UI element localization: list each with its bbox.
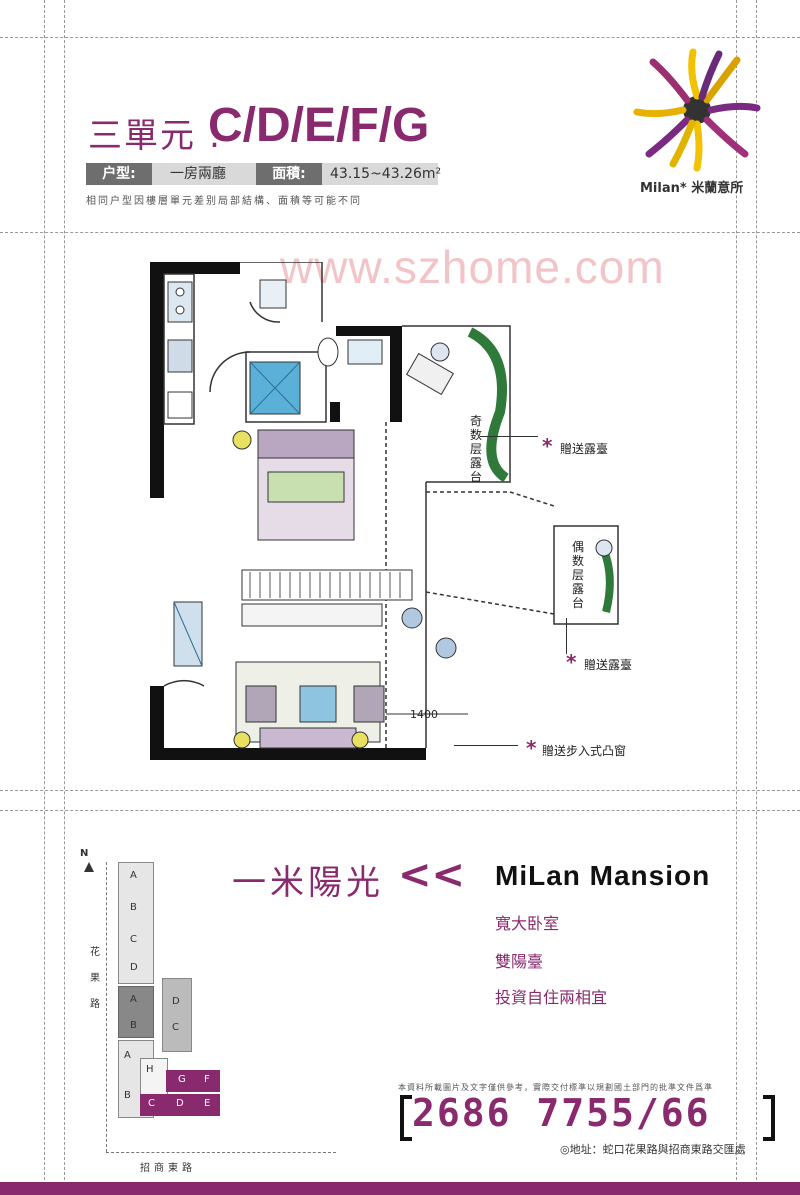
block-label: B	[130, 1020, 137, 1031]
road-huaguo: 花果路	[90, 947, 100, 1010]
block-label: C	[130, 934, 137, 945]
road-line	[106, 1152, 336, 1153]
bottom-bar	[0, 1182, 800, 1195]
double-chevron-icon: <<	[398, 852, 466, 898]
watermark: www.szhome.com	[280, 241, 665, 293]
disclaimer: 本資料所載圖片及文字僅供參考，實際交付標準以規劃國土部門的批準文件爲準	[398, 1083, 713, 1092]
star-icon: *	[542, 434, 553, 458]
building-highlight	[166, 1070, 220, 1092]
block-label: F	[204, 1074, 210, 1085]
logo-brand: Milan* 米蘭意所	[640, 181, 744, 196]
guide-line	[0, 232, 800, 233]
title-prefix: 三單元 :	[88, 116, 223, 156]
bathroom	[249, 279, 383, 415]
block-label: G	[178, 1074, 186, 1085]
callout-arrow	[454, 745, 518, 746]
block-label: D	[130, 962, 138, 973]
block-label: D	[172, 996, 180, 1007]
guide-line	[0, 37, 800, 38]
guide-line	[0, 810, 800, 811]
guide-line	[64, 0, 65, 1195]
feature-item: 雙陽臺	[495, 952, 544, 971]
north-icon: N	[80, 848, 89, 859]
even-terrace-label: 偶数层露台	[572, 540, 585, 610]
block-label: C	[172, 1022, 179, 1033]
walls	[150, 262, 426, 760]
phone-block: 2686 7755/66	[400, 1091, 775, 1141]
building-block	[118, 862, 154, 984]
building-highlight	[140, 1094, 220, 1116]
guide-line	[44, 0, 45, 1195]
block-label: A	[130, 870, 137, 881]
structure-note: 相同户型因樓層單元差别局部結構、面積等可能不同	[86, 196, 362, 207]
kitchen	[167, 281, 193, 419]
slogan-cn: 一米陽光	[232, 863, 384, 903]
star-icon: *	[526, 736, 537, 760]
building-block	[162, 978, 192, 1052]
block-label: B	[130, 902, 137, 913]
odd-terrace-label: 奇数层露台	[470, 414, 483, 484]
block-label: D	[176, 1098, 184, 1109]
callout-arrow	[480, 436, 538, 437]
brand-name: MiLan Mansion	[495, 860, 711, 891]
type-value: 一房兩廳	[170, 166, 226, 182]
area-tag: 面積:	[256, 163, 322, 185]
feature-item: 寬大卧室	[495, 914, 560, 933]
callout-terrace-odd: 贈送露臺	[560, 442, 609, 456]
star-icon: *	[566, 650, 577, 674]
terrace-plants	[401, 327, 614, 659]
callout-arrow	[566, 618, 567, 654]
page-title: C/D/E/F/G	[208, 99, 430, 152]
road-line	[106, 862, 107, 1152]
address: ◎地址：蛇口花果路與招商東路交匯處	[560, 1143, 746, 1156]
unit-info-bar: 户型: 一房兩廳 面積: 43.15~43.26m²	[86, 163, 442, 185]
bracket-right	[763, 1095, 775, 1141]
bracket-left	[400, 1095, 412, 1141]
dimension-label: 1400	[410, 708, 438, 721]
block-label: C	[148, 1098, 155, 1109]
callout-bay-window: 贈送步入式凸窗	[542, 744, 627, 758]
block-label: E	[204, 1098, 211, 1109]
dining-table	[173, 601, 203, 667]
wardrobe	[241, 569, 413, 627]
building-block	[118, 986, 154, 1038]
guide-line	[0, 790, 800, 791]
block-label: A	[130, 994, 137, 1005]
block-label: A	[124, 1050, 131, 1061]
phone-number: 2686 7755/66	[412, 1091, 711, 1135]
bed	[232, 429, 355, 541]
block-label: B	[124, 1090, 131, 1101]
block-label: H	[146, 1064, 154, 1075]
feature-item: 投資自住兩相宜	[495, 988, 608, 1007]
guide-line	[756, 0, 757, 1195]
floorplan	[150, 262, 619, 760]
type-tag: 户型:	[86, 163, 152, 185]
milan-logo-icon	[633, 48, 761, 172]
area-value: 43.15~43.26m²	[330, 166, 442, 182]
north-arrow-icon	[84, 862, 94, 872]
building-block	[140, 1058, 168, 1100]
guide-line	[736, 0, 737, 1195]
callout-terrace-even: 贈送露臺	[584, 658, 633, 672]
living-room	[233, 661, 385, 749]
road-zhaoshang: 招商東路	[140, 1163, 196, 1174]
